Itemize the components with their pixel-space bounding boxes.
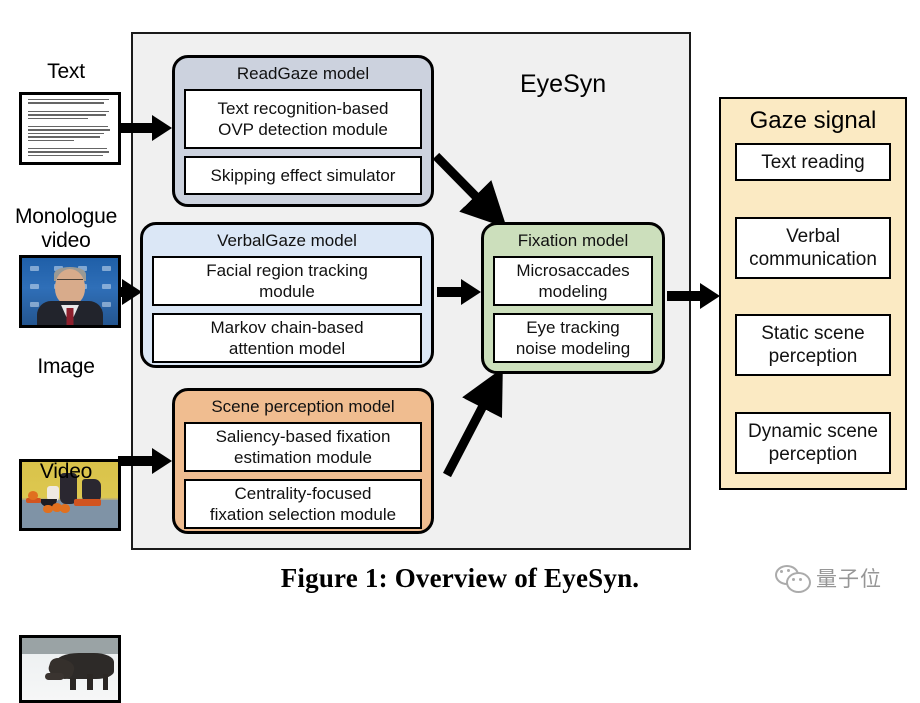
- gaze-item-static-line1: Static scene: [761, 323, 865, 345]
- gaze-item-static-line2: perception: [768, 346, 858, 368]
- gaze-signal-panel: Gaze signal Text reading Verbal communic…: [719, 97, 907, 490]
- eyesyn-system-label: EyeSyn: [520, 70, 607, 98]
- submodule-markov-line1: Markov chain-based: [210, 318, 364, 337]
- still-life-painting-thumbnail: [19, 459, 121, 531]
- submodule-microsaccades-line2: modeling: [538, 282, 608, 301]
- gaze-item-verbal-line2: communication: [749, 248, 877, 270]
- submodule-saliency-line1: Saliency-based fixation: [215, 427, 391, 446]
- submodule-eye-tracking-noise[interactable]: Eye tracking noise modeling: [493, 313, 653, 363]
- submodule-ovp-line2: OVP detection module: [218, 120, 388, 139]
- submodule-skipping-effect[interactable]: Skipping effect simulator: [184, 156, 422, 195]
- gaze-item-verbal-communication[interactable]: Verbal communication: [735, 216, 891, 279]
- gaze-signal-title: Gaze signal: [749, 107, 877, 134]
- input-label-monologue-line2: video: [41, 229, 91, 252]
- submodule-noise-line1: Eye tracking: [526, 318, 620, 337]
- submodule-saliency-fixation[interactable]: Saliency-based fixation estimation modul…: [184, 422, 422, 472]
- submodule-centrality-line1: Centrality-focused: [234, 484, 372, 503]
- watermark: 量子位: [775, 563, 882, 593]
- submodule-microsaccades-line1: Microsaccades: [516, 261, 630, 280]
- person-head: [55, 268, 85, 305]
- person-glasses: [57, 278, 83, 286]
- person-tie: [66, 307, 74, 325]
- submodule-microsaccades-modeling[interactable]: Microsaccades modeling: [493, 256, 653, 306]
- submodule-centrality-fixation[interactable]: Centrality-focused fixation selection mo…: [184, 479, 422, 529]
- submodule-facial-line2: module: [259, 282, 315, 301]
- module-scene-title: Scene perception model: [211, 397, 395, 416]
- figure-caption: Figure 1: Overview of EyeSyn.: [280, 563, 640, 593]
- document-lines: [28, 99, 112, 158]
- submodule-facial-line1: Facial region tracking: [206, 261, 368, 280]
- gaze-signal-list: Text reading Verbal communication Static…: [735, 143, 891, 474]
- module-readgaze[interactable]: ReadGaze model Text recognition-based OV…: [172, 55, 434, 207]
- input-label-monologue-line1: Monologue: [14, 205, 118, 228]
- monologue-video-thumbnail: [19, 255, 121, 328]
- gaze-item-text-reading[interactable]: Text reading: [735, 143, 891, 181]
- figure-canvas: EyeSyn Text Monologue video: [14, 32, 907, 703]
- input-label-image: Image: [37, 355, 95, 378]
- watermark-text: 量子位: [816, 567, 882, 591]
- wolf-video-thumbnail: [19, 635, 121, 703]
- gaze-item-dynamic-line2: perception: [768, 443, 858, 465]
- submodule-facial-region-tracking[interactable]: Facial region tracking module: [152, 256, 422, 306]
- module-verbalgaze[interactable]: VerbalGaze model Facial region tracking …: [140, 222, 434, 368]
- module-readgaze-title: ReadGaze model: [236, 64, 370, 83]
- gaze-item-dynamic-scene-perception[interactable]: Dynamic scene perception: [735, 411, 891, 474]
- submodule-markov-line2: attention model: [228, 339, 346, 358]
- gaze-item-static-scene-perception[interactable]: Static scene perception: [735, 314, 891, 377]
- submodule-noise-line2: noise modeling: [515, 339, 631, 358]
- module-fixation[interactable]: Fixation model Microsaccades modeling Ey…: [481, 222, 665, 374]
- submodule-saliency-line2: estimation module: [234, 448, 372, 467]
- submodule-markov-attention[interactable]: Markov chain-based attention model: [152, 313, 422, 363]
- submodule-centrality-line2: fixation selection module: [209, 505, 397, 524]
- speech-bubble-icon: [775, 565, 811, 593]
- module-verbalgaze-title: VerbalGaze model: [217, 231, 357, 250]
- text-document-thumbnail: [19, 92, 121, 165]
- module-scene-perception[interactable]: Scene perception model Saliency-based fi…: [172, 388, 434, 534]
- gaze-item-verbal-line1: Verbal: [786, 225, 840, 247]
- input-label-text: Text: [47, 60, 85, 83]
- submodule-ovp-detection[interactable]: Text recognition-based OVP detection mod…: [184, 89, 422, 149]
- input-label-video: Video: [39, 460, 93, 483]
- gaze-item-dynamic-line1: Dynamic scene: [748, 420, 878, 442]
- module-fixation-title: Fixation model: [517, 231, 629, 250]
- submodule-ovp-line1: Text recognition-based: [217, 99, 389, 118]
